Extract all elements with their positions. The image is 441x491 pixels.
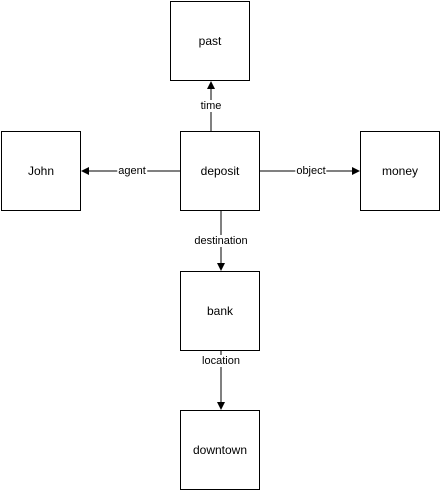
edge-label-time: time (199, 100, 223, 112)
edge-label-destination: destination (193, 235, 249, 247)
edge-label-location: location (201, 355, 241, 367)
node-downtown[interactable]: downtown (180, 410, 260, 490)
edge-label-object: object (295, 165, 327, 177)
edge-label-agent: agent (117, 165, 147, 177)
node-bank[interactable]: bank (180, 271, 260, 351)
node-deposit[interactable]: deposit (180, 131, 260, 211)
node-john[interactable]: John (1, 131, 81, 211)
node-money[interactable]: money (360, 131, 440, 211)
node-past[interactable]: past (170, 1, 250, 81)
